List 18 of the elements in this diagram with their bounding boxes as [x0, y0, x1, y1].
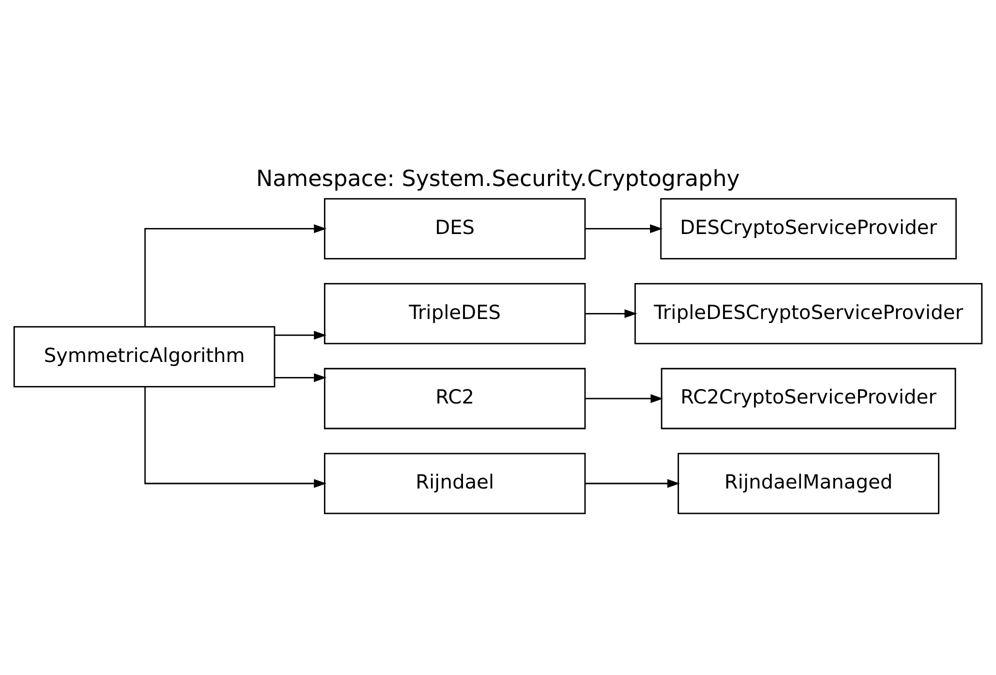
node-box: RC2	[324, 367, 586, 429]
diagram-title: Namespace: System.Security.Cryptography	[256, 165, 740, 192]
node-box: DES	[324, 198, 586, 259]
arrow	[274, 330, 326, 340]
arrow	[144, 224, 326, 326]
arrow	[274, 372, 326, 382]
arrow	[586, 224, 663, 233]
arrow	[586, 478, 680, 488]
node-box: Rijndael	[324, 452, 586, 514]
node-box: SymmetricAlgorithm	[13, 326, 276, 387]
node-box: TripleDESCryptoServiceProvider	[634, 282, 983, 344]
arrow	[144, 386, 326, 488]
node-box: DESCryptoServiceProvider	[660, 198, 957, 259]
node-box: RC2CryptoServiceProvider	[660, 367, 956, 429]
arrow	[586, 394, 664, 402]
arrow	[586, 308, 638, 318]
node-box: TripleDES	[324, 282, 586, 344]
node-box: RijndaelManaged	[678, 452, 940, 514]
